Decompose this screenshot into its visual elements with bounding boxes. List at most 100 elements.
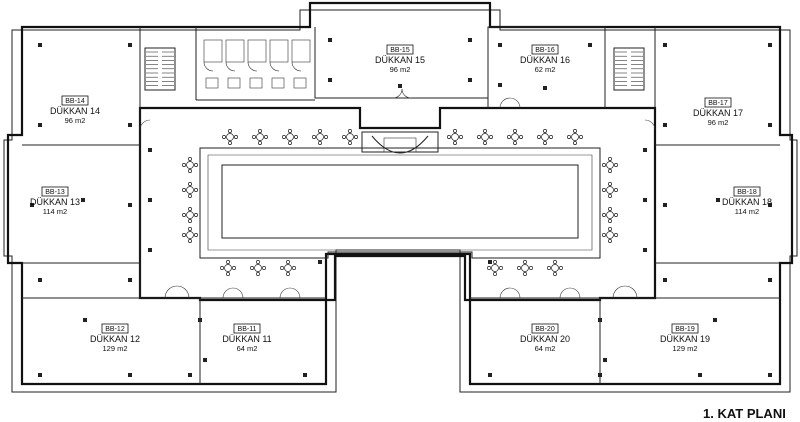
chair <box>517 266 521 270</box>
table-set <box>517 260 533 276</box>
table <box>606 211 614 219</box>
table <box>606 186 614 194</box>
column <box>663 43 667 47</box>
column <box>768 43 772 47</box>
table <box>511 133 519 141</box>
table <box>491 264 499 272</box>
table-set <box>537 129 553 145</box>
stall <box>269 39 289 63</box>
shop-code: BB-12 <box>105 326 125 333</box>
shop-name: DÜKKAN 15 <box>375 55 425 65</box>
chair <box>194 213 198 217</box>
column <box>716 198 720 202</box>
table-set <box>342 129 358 145</box>
chair <box>447 135 451 139</box>
chair <box>188 239 192 243</box>
table <box>571 133 579 141</box>
chair <box>614 233 618 237</box>
chair <box>234 135 238 139</box>
chair <box>608 169 612 173</box>
chair <box>489 135 493 139</box>
column <box>643 148 647 152</box>
chair <box>483 141 487 145</box>
table-set <box>182 227 198 243</box>
chair <box>553 260 557 264</box>
column <box>488 373 492 377</box>
column <box>128 203 132 207</box>
table-set <box>182 207 198 223</box>
chair <box>188 194 192 198</box>
chair <box>523 272 527 276</box>
shop-area: 129 m2 <box>672 344 697 353</box>
column <box>768 278 772 282</box>
table <box>224 264 232 272</box>
table <box>284 264 292 272</box>
chair <box>493 272 497 276</box>
chair <box>507 135 511 139</box>
chair <box>348 129 352 133</box>
table <box>451 133 459 141</box>
shop-code: BB-17 <box>708 100 728 107</box>
table <box>226 133 234 141</box>
chair <box>220 266 224 270</box>
chair <box>312 135 316 139</box>
sink <box>249 77 263 89</box>
table <box>186 161 194 169</box>
chair <box>453 141 457 145</box>
table <box>346 133 354 141</box>
chair <box>222 135 226 139</box>
chair <box>493 260 497 264</box>
chair <box>194 188 198 192</box>
chair <box>324 135 328 139</box>
table-set <box>602 227 618 243</box>
chair <box>477 135 481 139</box>
chair <box>614 213 618 217</box>
shop-name: DÜKKAN 11 <box>222 334 271 344</box>
column <box>498 43 502 47</box>
table-set <box>250 260 266 276</box>
column <box>468 38 472 42</box>
chair <box>549 135 553 139</box>
chair <box>294 135 298 139</box>
column <box>488 260 492 264</box>
shop-code-tag <box>531 323 559 334</box>
chair <box>256 272 260 276</box>
sink <box>205 77 219 89</box>
chair <box>567 135 571 139</box>
column <box>698 373 702 377</box>
sink <box>227 77 241 89</box>
shop-name: DÜKKAN 16 <box>520 55 570 65</box>
table <box>254 264 262 272</box>
chair <box>188 219 192 223</box>
chair <box>523 260 527 264</box>
chair <box>513 141 517 145</box>
column <box>148 148 152 152</box>
table <box>551 264 559 272</box>
chair <box>188 169 192 173</box>
stall <box>225 39 245 63</box>
chair <box>286 260 290 264</box>
stall <box>203 39 223 63</box>
chair <box>262 266 266 270</box>
chair <box>226 260 230 264</box>
shop-code-tag <box>41 186 69 197</box>
column <box>663 278 667 282</box>
column <box>603 358 607 362</box>
shop-code: BB-15 <box>390 47 410 54</box>
chair <box>537 135 541 139</box>
chair <box>194 163 198 167</box>
column <box>38 123 42 127</box>
chair <box>459 135 463 139</box>
shop-code-tag <box>386 44 414 55</box>
shop-code: BB-14 <box>65 98 85 105</box>
chair <box>288 141 292 145</box>
column <box>128 43 132 47</box>
table <box>186 231 194 239</box>
column <box>38 278 42 282</box>
table <box>186 186 194 194</box>
shop-code-tag <box>704 97 732 108</box>
column <box>81 198 85 202</box>
